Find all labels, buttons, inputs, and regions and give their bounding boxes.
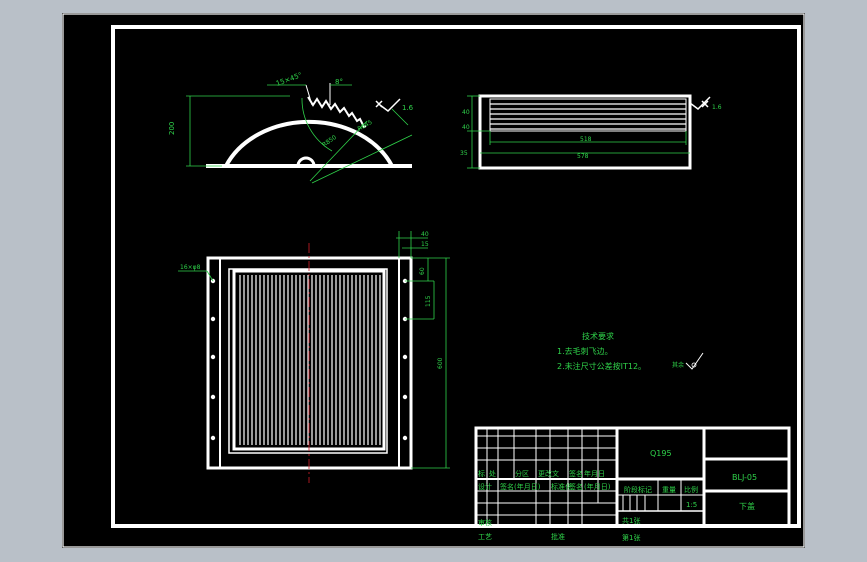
top-roughness-symbol: 1.6 xyxy=(689,96,722,111)
part-name: 下盖 xyxy=(739,501,755,511)
arc-roughness-symbol: 1.6 xyxy=(375,98,414,112)
plan-vertical-dim-1: 60 xyxy=(419,267,426,275)
row-label-date-2: (年月日) xyxy=(584,482,611,491)
scale-label: 比例 xyxy=(684,485,698,494)
arc-angle-dim: 8° xyxy=(335,78,343,86)
arc-radius-dim: R850 xyxy=(321,134,338,149)
weight-label: 重量 xyxy=(662,486,676,494)
technical-requirements: 技术要求 1.去毛刺飞边。 2.未注尺寸公差按IT12。 其余 xyxy=(557,331,704,371)
stage-mark-label: 阶段标记 xyxy=(624,485,652,494)
tech-req-title: 技术要求 xyxy=(582,331,614,341)
arc-roughness-value: 1.6 xyxy=(402,104,414,112)
row-label-sign-2: 签名 xyxy=(569,482,583,491)
plan-top-dim-2: 15 xyxy=(421,241,429,248)
plan-holes-dim: 16×φ8 xyxy=(180,264,201,271)
sheet-number: 第1张 xyxy=(622,533,640,542)
plan-view: 40 15 60 115 600 16×φ8 xyxy=(178,231,450,483)
drawing-canvas: 200 15×45° 8° R850 R645 1.6 xyxy=(62,13,805,548)
tech-req-item-1: 1.去毛刺飞边。 xyxy=(557,346,613,356)
plan-top-dim-1: 40 xyxy=(421,231,429,238)
drawing-frame xyxy=(111,25,801,528)
row-label-sign-1: 签名 xyxy=(500,482,514,491)
col-label-mark: 标 xyxy=(478,469,485,478)
sheet-border xyxy=(62,13,805,548)
plan-height-dim: 600 xyxy=(437,357,444,369)
col-label-zone: 分区 xyxy=(515,469,529,478)
arc-view: 200 15×45° 8° R850 R645 1.6 xyxy=(168,71,414,184)
top-dim-2: 40 xyxy=(462,124,470,131)
row-label-date-1: (年月日) xyxy=(514,482,541,491)
arc-radius2-dim: R645 xyxy=(357,119,374,133)
rest-roughness-label: 其余 xyxy=(672,361,684,369)
top-dim-3: 35 xyxy=(460,150,468,157)
process-label: 工艺 xyxy=(478,533,492,541)
drawing-number: BLJ-05 xyxy=(732,473,757,482)
top-roughness-value: 1.6 xyxy=(712,104,722,111)
arc-height-dim: 200 xyxy=(168,122,176,135)
rest-roughness-icon xyxy=(685,352,704,370)
top-view: 40 40 35 518 578 1.6 xyxy=(460,94,722,170)
col-label-sign: 签名 xyxy=(569,469,583,478)
approve-label: 批准 xyxy=(551,532,565,541)
review-label: 审核 xyxy=(478,518,492,527)
cad-viewport[interactable]: 200 15×45° 8° R850 R645 1.6 xyxy=(62,13,805,548)
top-dim-1: 40 xyxy=(462,109,470,116)
top-inner-length-dim: 518 xyxy=(580,136,592,143)
material-text: Q195 xyxy=(650,449,672,458)
row-label-design: 设计 xyxy=(478,482,492,491)
plan-vertical-dim-2: 115 xyxy=(425,295,432,307)
top-outer-length-dim: 578 xyxy=(577,153,589,160)
col-label-date: 年月日 xyxy=(584,469,605,478)
col-label-count: 处 xyxy=(489,469,496,478)
sheets-total: 共1张 xyxy=(622,516,640,525)
row-label-standard: 标准化 xyxy=(551,482,572,491)
title-block: Q195 BLJ-05 下盖 阶段标记 重量 比例 1:5 共1张 第1张 标 … xyxy=(474,426,791,542)
col-label-change: 更改文 xyxy=(538,469,559,478)
tech-req-item-2: 2.未注尺寸公差按IT12。 xyxy=(557,361,646,371)
scale-value: 1:5 xyxy=(686,501,697,509)
